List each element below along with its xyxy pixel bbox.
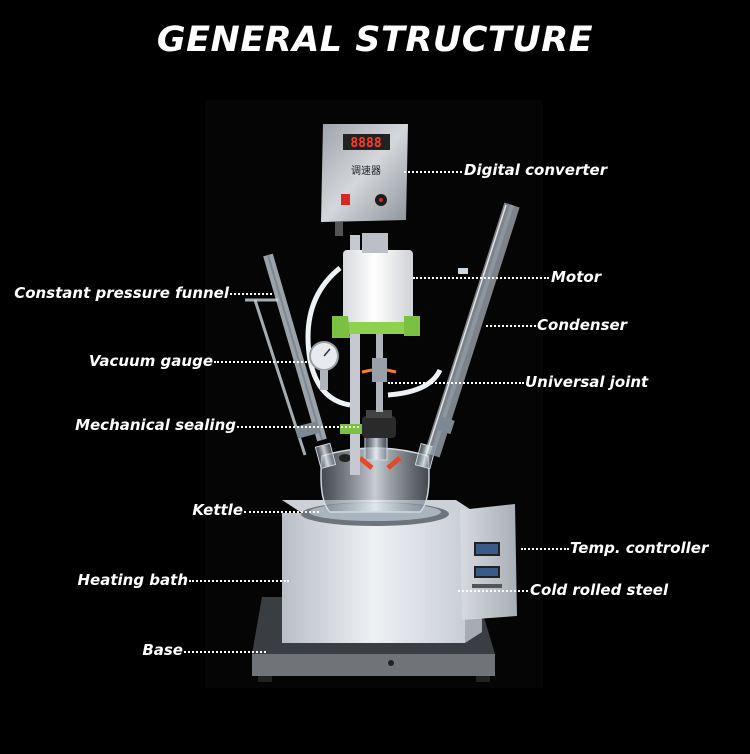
leader-base	[184, 651, 266, 653]
label-motor: Motor	[551, 268, 602, 286]
temp-controller	[460, 504, 517, 620]
digital-converter: 8888 调速器	[321, 124, 408, 236]
leader-digital-converter	[404, 171, 462, 173]
leader-motor	[413, 277, 549, 279]
leader-constant-pressure-funnel	[230, 293, 272, 295]
hose-right	[387, 368, 443, 398]
kettle	[314, 435, 437, 513]
leader-vacuum-gauge	[214, 361, 310, 363]
leader-heating-bath	[189, 580, 289, 582]
leader-condenser	[486, 325, 536, 327]
leader-temp-controller	[521, 548, 569, 550]
panel-text: 调速器	[351, 165, 381, 177]
constant-pressure-funnel	[245, 253, 327, 456]
motor	[332, 233, 420, 338]
stand-rod	[350, 235, 360, 475]
label-heating-bath: Heating bath	[77, 571, 188, 589]
label-vacuum-gauge: Vacuum gauge	[88, 352, 213, 370]
leader-kettle	[244, 511, 319, 513]
label-constant-pressure-funnel: Constant pressure funnel	[14, 284, 229, 302]
display-window	[343, 134, 390, 150]
leader-universal-joint	[388, 382, 524, 384]
label-digital-converter: Digital converter	[464, 161, 608, 179]
heating-bath	[282, 500, 482, 643]
label-mechanical-sealing: Mechanical sealing	[75, 416, 236, 434]
display-digits: 8888	[350, 136, 381, 151]
label-cold-rolled-steel: Cold rolled steel	[530, 581, 669, 599]
page-title: GENERAL STRUCTURE	[156, 20, 594, 60]
vacuum-gauge	[309, 341, 339, 390]
label-temp-controller: Temp. controller	[570, 539, 709, 557]
label-kettle: Kettle	[192, 501, 243, 519]
label-universal-joint: Universal joint	[525, 373, 649, 391]
power-switch	[341, 194, 350, 205]
condenser	[424, 202, 520, 458]
label-condenser: Condenser	[537, 316, 628, 334]
universal-joint	[361, 330, 397, 412]
leader-mechanical-sealing	[237, 426, 359, 428]
mechanical-sealing	[340, 410, 396, 438]
label-base: Base	[142, 641, 183, 659]
leader-cold-rolled-steel	[458, 590, 528, 592]
